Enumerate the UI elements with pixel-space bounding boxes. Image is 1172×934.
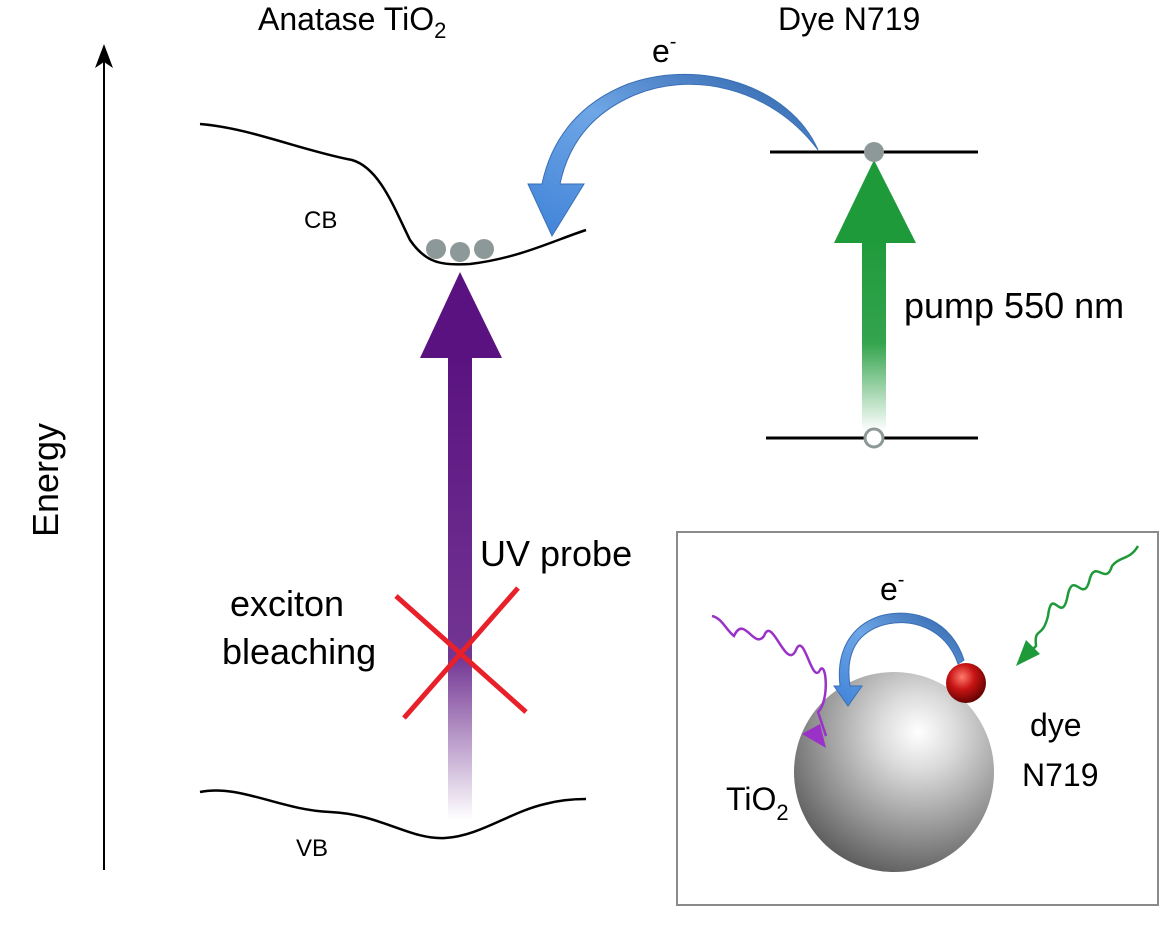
tio2-title: Anatase TiO2 xyxy=(258,1,446,43)
bleaching-label-line1: exciton xyxy=(230,583,344,624)
energy-axis-label: Energy xyxy=(25,423,66,537)
pump-label: pump 550 nm xyxy=(904,285,1124,326)
energy-axis xyxy=(95,44,113,870)
electron-transfer-label: e- xyxy=(652,31,676,69)
uv-photon-wave-icon xyxy=(711,614,828,737)
dye-electron-dot xyxy=(864,142,884,162)
inset-tio2-label: TiO2 xyxy=(726,781,789,825)
cb-electrons xyxy=(426,239,494,262)
pump-photon-arrowhead-icon xyxy=(1016,640,1040,666)
axis-arrowhead-icon xyxy=(95,44,113,68)
bleaching-label-line2: bleaching xyxy=(222,631,376,672)
vb-label: VB xyxy=(296,835,328,862)
dye-hole-dot xyxy=(863,427,885,449)
conduction-band-curve xyxy=(199,122,587,266)
electron-dot xyxy=(474,239,494,259)
inset-dye-label-line2: N719 xyxy=(1022,757,1099,793)
electron-transfer-arrow xyxy=(527,73,819,238)
inset-dye-label-line1: dye xyxy=(1030,707,1082,743)
probe-arrowhead-icon xyxy=(420,272,502,358)
valence-band-curve xyxy=(199,789,587,840)
tio2-nanoparticle xyxy=(794,672,994,872)
inset-electron-label: e- xyxy=(880,569,904,607)
dye-molecule-icon xyxy=(946,663,986,703)
pump-arrow xyxy=(834,160,916,431)
bleaching-cross-icon xyxy=(394,586,528,720)
cb-label: CB xyxy=(304,207,337,234)
uv-probe-label: UV probe xyxy=(480,533,632,574)
pump-photon-wave-icon xyxy=(1029,545,1140,653)
dye-title: Dye N719 xyxy=(778,1,920,37)
uv-probe-arrow xyxy=(420,272,502,820)
inset-transfer-arrow xyxy=(833,612,965,707)
electron-dot xyxy=(426,239,446,259)
pump-arrowhead-icon xyxy=(834,160,916,243)
inset-panel: e- TiO2 dye N719 xyxy=(676,531,1159,906)
uv-photon-arrowhead-icon xyxy=(802,724,826,748)
electron-dot xyxy=(450,242,470,262)
